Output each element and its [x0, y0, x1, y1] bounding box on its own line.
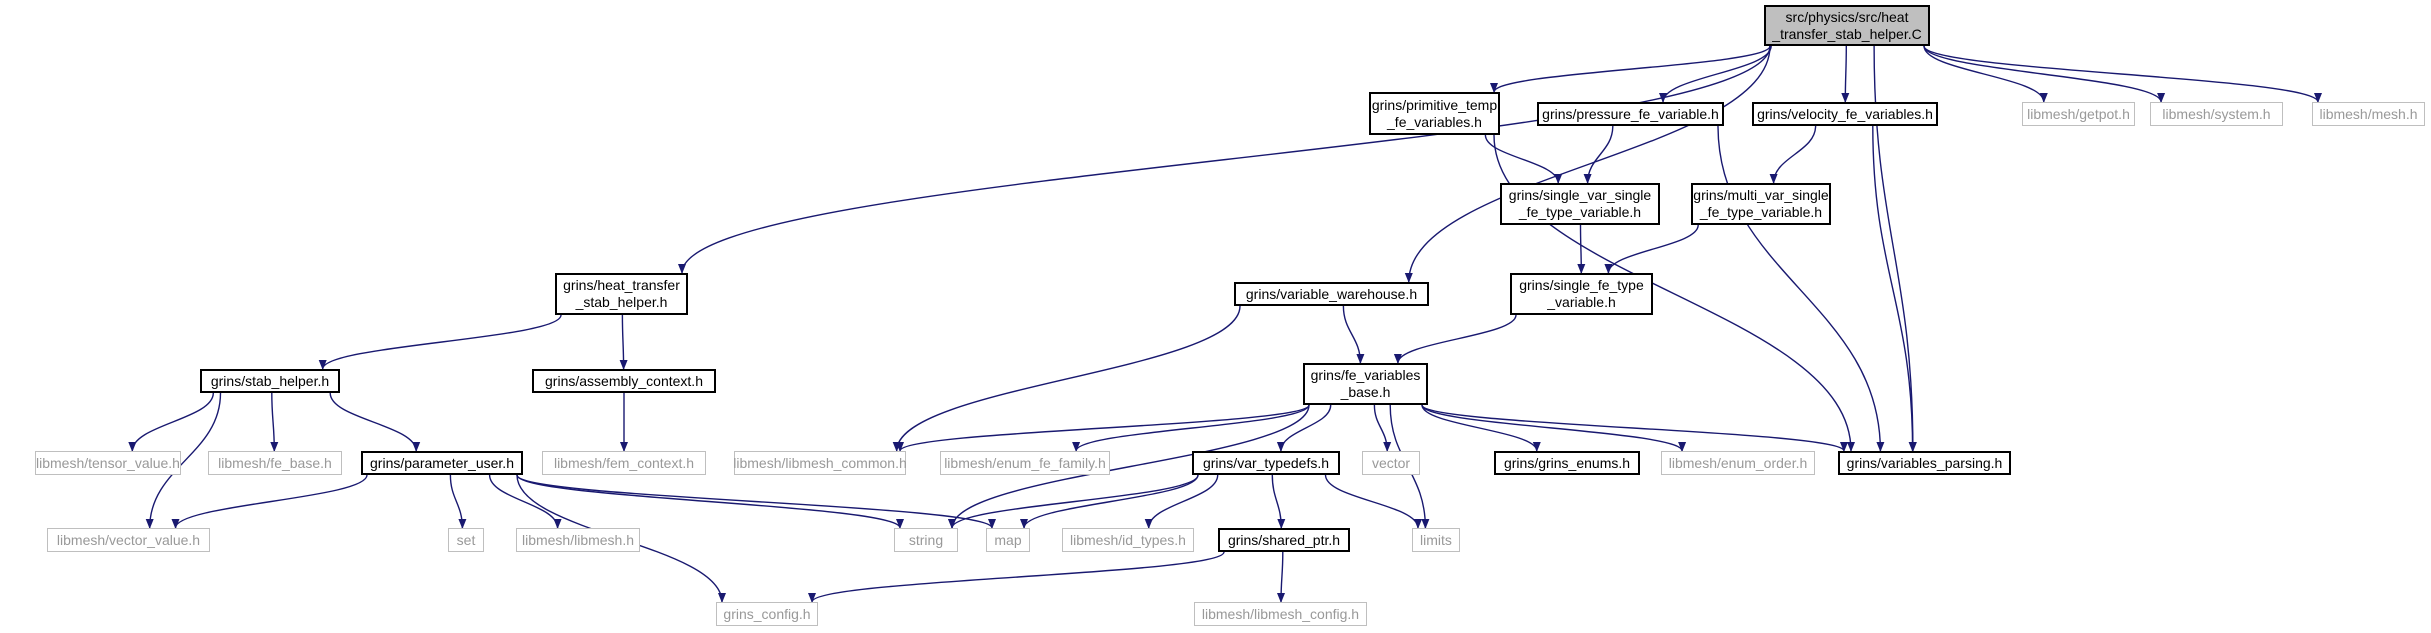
edge-fe-variables-base-to-variables-parsing	[1421, 404, 1848, 452]
edge-var-typedefs-to-id-types	[1144, 474, 1219, 529]
edge-var-typedefs-to-limits	[1324, 474, 1422, 529]
edge-primitive-temp-to-single-var	[1484, 134, 1563, 184]
node-libmesh-libmesh-common: libmesh/libmesh_common.h	[733, 451, 907, 475]
edge-variable-warehouse-to-fe-variables-base	[1342, 305, 1365, 364]
node-map: map	[986, 528, 1030, 552]
node-string: string	[894, 528, 958, 552]
edge-fe-variables-base-to-enum-fe-family	[1072, 404, 1310, 452]
node-var-typedefs[interactable]: grins/var_typedefs.h	[1192, 451, 1340, 475]
node-variables-parsing[interactable]: grins/variables_parsing.h	[1838, 451, 2011, 475]
node-limits: limits	[1412, 528, 1460, 552]
edge-single-var-to-single-fe-type	[1577, 224, 1586, 274]
node-libmesh-enum-order: libmesh/enum_order.h	[1661, 451, 1815, 475]
edge-stab-helper-to-tensor-value	[128, 392, 214, 452]
node-libmesh-getpot: libmesh/getpot.h	[2022, 102, 2135, 126]
edge-fe-variables-base-to-libmesh-common	[896, 404, 1310, 452]
edge-var-typedefs-to-map	[1020, 474, 1199, 529]
edge-var-typedefs-to-string	[948, 474, 1199, 529]
edge-single-fe-type-to-fe-variables-base	[1393, 314, 1517, 364]
edge-stab-helper-to-fe-base	[270, 392, 279, 452]
edge-stab-helper-to-vector-value	[145, 392, 222, 529]
edge-velocity-fe-to-variables-parsing	[1872, 125, 1917, 452]
edge-fe-variables-base-to-string	[948, 404, 1310, 529]
edge-pressure-fe-to-single-var	[1583, 125, 1614, 184]
node-libmesh-fe-base: libmesh/fe_base.h	[208, 451, 342, 475]
edge-root-to-velocity-fe	[1841, 45, 1850, 103]
edge-parameter-user-to-vector-value	[171, 474, 368, 529]
node-libmesh-tensor-value: libmesh/tensor_value.h	[35, 451, 181, 475]
edge-root-to-heat-transfer-stab	[678, 45, 1771, 274]
edge-shared-ptr-to-libmesh-config	[1277, 551, 1286, 603]
node-libmesh-mesh: libmesh/mesh.h	[2312, 102, 2425, 126]
edge-parameter-user-to-map	[516, 474, 996, 529]
edge-parameter-user-to-set	[449, 474, 467, 529]
edge-parameter-user-to-string	[516, 474, 904, 529]
node-assembly-context[interactable]: grins/assembly_context.h	[532, 369, 716, 393]
edge-fe-variables-base-to-vector	[1373, 404, 1392, 452]
edge-var-typedefs-to-shared-ptr	[1271, 474, 1286, 529]
node-velocity-fe-variables[interactable]: grins/velocity_fe_variables.h	[1752, 102, 1938, 126]
edge-stab-helper-to-parameter-user	[329, 392, 421, 452]
edge-shared-ptr-to-grins-config	[808, 551, 1225, 603]
edge-variable-warehouse-to-libmesh-common	[892, 305, 1241, 452]
edge-root-to-libmesh-system	[1923, 45, 2166, 103]
node-stab-helper[interactable]: grins/stab_helper.h	[200, 369, 340, 393]
edge-root-to-libmesh-getpot	[1923, 45, 2048, 103]
node-single-fe-type-variable[interactable]: grins/single_fe_type _variable.h	[1510, 273, 1653, 315]
node-variable-warehouse[interactable]: grins/variable_warehouse.h	[1234, 282, 1429, 306]
edge-fe-variables-base-to-grins-enums	[1421, 404, 1541, 452]
edge-pressure-fe-to-variables-parsing	[1717, 125, 1885, 452]
node-heat-transfer-stab-helper[interactable]: grins/heat_transfer _stab_helper.h	[555, 273, 688, 315]
node-single-var-single-fe-type-variable[interactable]: grins/single_var_single _fe_type_variabl…	[1500, 183, 1660, 225]
node-multi-var-single-fe-type-variable[interactable]: grins/multi_var_single _fe_type_variable…	[1691, 183, 1831, 225]
edge-root-to-pressure-fe	[1659, 45, 1772, 103]
edge-multi-var-to-single-fe-type	[1604, 224, 1699, 274]
node-libmesh-vector-value: libmesh/vector_value.h	[47, 528, 210, 552]
edge-heat-transfer-stab-to-assembly-context	[619, 314, 628, 370]
node-shared-ptr[interactable]: grins/shared_ptr.h	[1218, 528, 1350, 552]
node-vector: vector	[1362, 451, 1420, 475]
edge-velocity-fe-to-multi-var	[1769, 125, 1817, 184]
edge-root-to-primitive-temp	[1490, 45, 1771, 93]
node-libmesh-id-types: libmesh/id_types.h	[1062, 528, 1194, 552]
node-parameter-user[interactable]: grins/parameter_user.h	[361, 451, 523, 475]
edge-root-to-libmesh-mesh	[1923, 45, 2322, 103]
dependency-edges	[128, 45, 2322, 603]
node-primitive-temp-fe-variables[interactable]: grins/primitive_temp _fe_variables.h	[1369, 92, 1500, 135]
node-libmesh-libmesh-config: libmesh/libmesh_config.h	[1194, 602, 1367, 626]
node-libmesh-enum-fe-family: libmesh/enum_fe_family.h	[940, 451, 1110, 475]
edge-heat-transfer-stab-to-stab-helper	[318, 314, 562, 370]
node-set: set	[448, 528, 484, 552]
edge-fe-variables-base-to-var-typedefs	[1276, 404, 1332, 452]
edge-fe-variables-base-to-enum-order	[1421, 404, 1686, 452]
node-grins-enums[interactable]: grins/grins_enums.h	[1494, 451, 1640, 475]
edge-parameter-user-to-libmesh-libmesh	[488, 474, 562, 529]
node-libmesh-system: libmesh/system.h	[2150, 102, 2283, 126]
node-fe-variables-base[interactable]: grins/fe_variables _base.h	[1303, 363, 1428, 405]
edge-root-to-variable-warehouse	[1404, 45, 1771, 283]
node-libmesh-fem-context: libmesh/fem_context.h	[542, 451, 706, 475]
node-libmesh-libmesh: libmesh/libmesh.h	[516, 528, 640, 552]
node-pressure-fe-variable[interactable]: grins/pressure_fe_variable.h	[1537, 102, 1724, 126]
node-grins-config: grins_config.h	[716, 602, 818, 626]
node-root-file: src/physics/src/heat _transfer_stab_help…	[1764, 5, 1930, 46]
